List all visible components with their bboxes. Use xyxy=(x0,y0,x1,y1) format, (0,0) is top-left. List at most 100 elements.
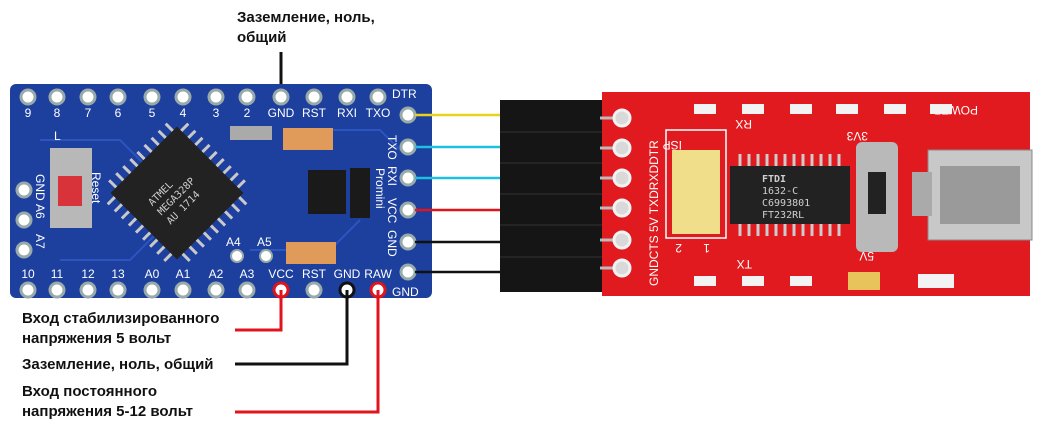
pin-left-1 xyxy=(15,211,33,229)
pin-label-top: 5 xyxy=(149,106,156,120)
pin-label-left: A7 xyxy=(33,234,47,249)
raw-leader xyxy=(235,290,380,414)
pin-label-right: DTR xyxy=(392,87,417,101)
pin-top-4 xyxy=(143,88,161,106)
pin-top-11 xyxy=(369,88,387,106)
led-label: L xyxy=(54,129,61,143)
pin-top-7 xyxy=(238,88,256,106)
pin-label-bottom: 13 xyxy=(111,267,125,281)
pin-top-0 xyxy=(19,88,37,106)
pin-bottom-5 xyxy=(174,281,192,299)
pin-top-9 xyxy=(305,88,323,106)
pin-label-bottom: A2 xyxy=(209,267,224,281)
pin-top-5 xyxy=(174,88,192,106)
pin-label-bottom: RAW xyxy=(364,267,392,281)
pin-header-connector xyxy=(500,100,602,292)
isp-label: ISP xyxy=(663,138,682,152)
pin-bottom-2 xyxy=(79,281,97,299)
pin-bottom-4 xyxy=(143,281,161,299)
ground-leader xyxy=(235,290,349,366)
jumper-label-2: 2 xyxy=(675,241,682,255)
pin-label-top: RST xyxy=(302,106,327,120)
pin-left-0 xyxy=(15,181,33,199)
reset-label: Reset xyxy=(89,172,103,204)
ftdi-adapter-board: GNDCTS 5V TXDRXDDTR ISP 2 1 RX TX POWER … xyxy=(600,92,1033,296)
pin-bottom-9 xyxy=(305,281,323,299)
pin-label-bottom: 11 xyxy=(51,267,64,281)
isp-jumper xyxy=(672,150,720,234)
pin-label-top: 8 xyxy=(54,106,61,120)
ftdi-pin-4 xyxy=(612,230,632,250)
ftdi-chip-text-4: FT232RL xyxy=(762,210,804,221)
pin-label-right: RXI xyxy=(385,166,399,186)
pin-label-bottom: RST xyxy=(302,267,327,281)
pin-label-bottom: 12 xyxy=(81,267,95,281)
ftdi-pin-3 xyxy=(612,198,632,218)
pin-label-top: 7 xyxy=(85,106,92,120)
pin-label-top: 6 xyxy=(115,106,122,120)
pin-label-right: GND xyxy=(385,230,399,257)
annotation-raw-line1: Вход постоянного xyxy=(22,383,157,400)
ftdi-pin-0 xyxy=(612,108,632,128)
pin-label-top: 2 xyxy=(244,106,251,120)
rx-label: RX xyxy=(735,117,752,131)
pin-top-1 xyxy=(48,88,66,106)
pin-label-top: 9 xyxy=(25,106,32,120)
pin-top-8 xyxy=(272,88,290,106)
crystal xyxy=(230,126,272,140)
pin-right-0 xyxy=(399,106,417,124)
vcc-leader xyxy=(235,290,283,332)
tantalum-capacitor xyxy=(848,272,880,290)
isp-frame xyxy=(665,129,727,239)
pin-label-bottom: A0 xyxy=(145,267,160,281)
annotation-top-ground-line2: общий xyxy=(237,29,287,46)
pin-bottom-3 xyxy=(109,281,127,299)
pin-right-1 xyxy=(399,138,417,156)
pin-label-bottom: VCC xyxy=(268,267,294,281)
board-name: Promini xyxy=(373,168,387,209)
pin-label-bottom: A1 xyxy=(176,267,191,281)
ftdi-pin-5 xyxy=(612,258,632,278)
pin-label-left: GND xyxy=(33,174,47,201)
jumper-label-1: 1 xyxy=(703,241,710,255)
pin-label-bottom: A3 xyxy=(240,267,255,281)
label-a4: A4 xyxy=(226,235,241,249)
pin-right-3 xyxy=(399,201,417,219)
pin-top-10 xyxy=(338,88,356,106)
pin-top-3 xyxy=(109,88,127,106)
pin-bottom-6 xyxy=(207,281,225,299)
pin-right-2 xyxy=(399,169,417,187)
pin-label-top: RXI xyxy=(337,106,357,120)
pin-label-bottom: 10 xyxy=(21,267,35,281)
wires xyxy=(415,113,500,274)
pin-label-right: VCC xyxy=(385,198,399,224)
switch-label-3v3: 3V3 xyxy=(846,129,868,143)
pin-bottom-0 xyxy=(19,281,37,299)
pin-bottom-1 xyxy=(48,281,66,299)
ftdi-chip: FTDI 1632-C C6993801 FT232RL xyxy=(730,154,850,236)
switch-label-5v: 5V xyxy=(859,249,874,263)
mini-usb-port[interactable] xyxy=(912,149,1033,241)
pin-label-top: 3 xyxy=(213,106,220,120)
arduino-pro-mini-board: Reset L ATMEL MEGA328P AU 1714 Promini A… xyxy=(10,84,432,299)
ftdi-pin-1 xyxy=(612,138,632,158)
ftdi-pin-2 xyxy=(612,168,632,188)
annotation-ground: Заземление, ноль, общий xyxy=(22,356,214,373)
pin-label-top: GND xyxy=(268,106,295,120)
pin-top-6 xyxy=(207,88,225,106)
pin-label-top: TXO xyxy=(366,106,391,120)
annotation-vcc-line1: Вход стабилизированного xyxy=(22,310,219,327)
annotation-vcc-line2: напряжения 5 вольт xyxy=(22,330,171,347)
annotation-top-ground-line1: Заземление, ноль, xyxy=(237,9,375,26)
pin-right-5 xyxy=(399,263,417,281)
ftdi-chip-text-2: 1632-C xyxy=(762,186,798,197)
pin-label-left: A6 xyxy=(33,204,47,219)
ftdi-header-labels: GNDCTS 5V TXDRXDDTR xyxy=(647,140,661,286)
pin-top-2 xyxy=(79,88,97,106)
capacitor xyxy=(283,128,333,150)
pin-right-4 xyxy=(399,233,417,251)
ftdi-chip-text-1: FTDI xyxy=(762,174,786,185)
atmega-chip: ATMEL MEGA328P AU 1714 xyxy=(106,122,248,262)
pin-label-top: 4 xyxy=(180,106,187,120)
